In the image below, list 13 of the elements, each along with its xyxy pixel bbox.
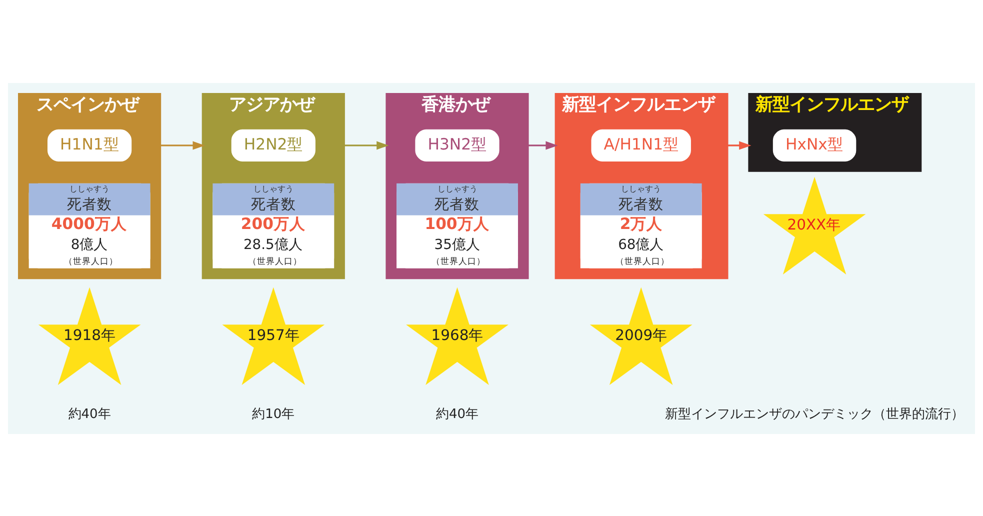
arrow [344, 140, 389, 150]
node-box: H3N2型 [415, 128, 500, 161]
label: 新型インフルエンザのパンデミック（世界的流行） [665, 406, 964, 422]
label: 約10年 [252, 406, 295, 422]
node-box: H2N2型 [231, 128, 316, 161]
node-box: A/H1N1型 [591, 128, 691, 161]
arrow [728, 140, 752, 150]
node-box: HxNx型 [772, 128, 856, 161]
arrow [160, 140, 205, 150]
arrow [528, 140, 558, 150]
label: 約40年 [68, 406, 111, 422]
label: 約40年 [436, 406, 479, 422]
node-box: H1N1型 [47, 128, 132, 161]
